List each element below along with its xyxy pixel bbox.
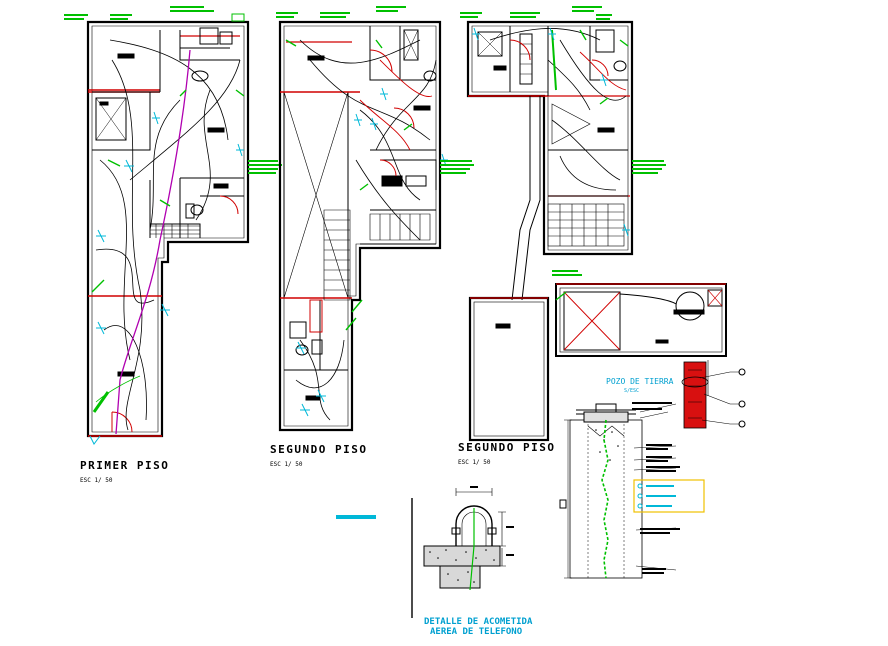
copper-rod-green: [601, 419, 609, 579]
circuits-segundo-piso-2: [489, 28, 627, 191]
pozo-subtitle: S/ESC: [624, 388, 639, 394]
plan-segundo-piso-1: [278, 20, 442, 432]
plan-title-segundo-piso-1: SEGUNDO PISO: [270, 443, 367, 456]
plan-title-segundo-piso-2: SEGUNDO PISO: [458, 441, 555, 454]
telefono-cable-green: [469, 508, 475, 591]
green-outlets-segundo-piso-2: [551, 29, 629, 301]
magenta-feeder: [115, 49, 191, 435]
plan-title-primer-piso: PRIMER PISO: [80, 459, 169, 472]
red-pipe-mast: [681, 361, 731, 429]
cyan-title-bar: [336, 515, 376, 519]
detail-title-line2: AEREA DE TELEFONO: [430, 627, 523, 637]
plan-scale-segundo-piso-2: ESC 1/ 50: [458, 459, 491, 466]
detail-dim-labels: [470, 486, 514, 556]
plan-scale-segundo-piso-1: ESC 1/ 50: [270, 461, 303, 468]
detail-pozo-tierra: [559, 360, 746, 579]
red-circuits-segundo-piso-1: [359, 59, 433, 151]
plan-primer-piso: [86, 20, 250, 438]
cyan-fixtures-primer-piso: [89, 111, 244, 445]
cyan-fixtures-segundo-piso-1: [296, 87, 448, 417]
detail-title-line1: DETALLE DE ACOMETIDA: [424, 617, 533, 627]
circuit-labels-segundo-piso-2: [460, 6, 666, 276]
green-outlets-primer-piso: [91, 89, 245, 413]
pozo-annotations: [632, 402, 680, 574]
green-outlets-segundo-piso-1: [285, 39, 413, 331]
pozo-legend: [633, 479, 705, 513]
pozo-title: POZO DE TIERRA: [606, 377, 674, 386]
circuits-primer-piso: [95, 39, 241, 431]
cyan-fixtures-segundo-piso-2: [472, 27, 630, 237]
plan-scale-primer-piso: ESC 1/ 50: [80, 477, 113, 484]
circuit-labels-segundo-piso-1: [276, 6, 474, 174]
red-circuits-segundo-piso-2: [579, 51, 627, 91]
plan-segundo-piso-2: [466, 20, 727, 442]
circuits-segundo-piso-1: [295, 39, 437, 421]
detail-acometida-telefono: [411, 488, 506, 618]
circuit-labels-primer-piso: [64, 6, 282, 174]
